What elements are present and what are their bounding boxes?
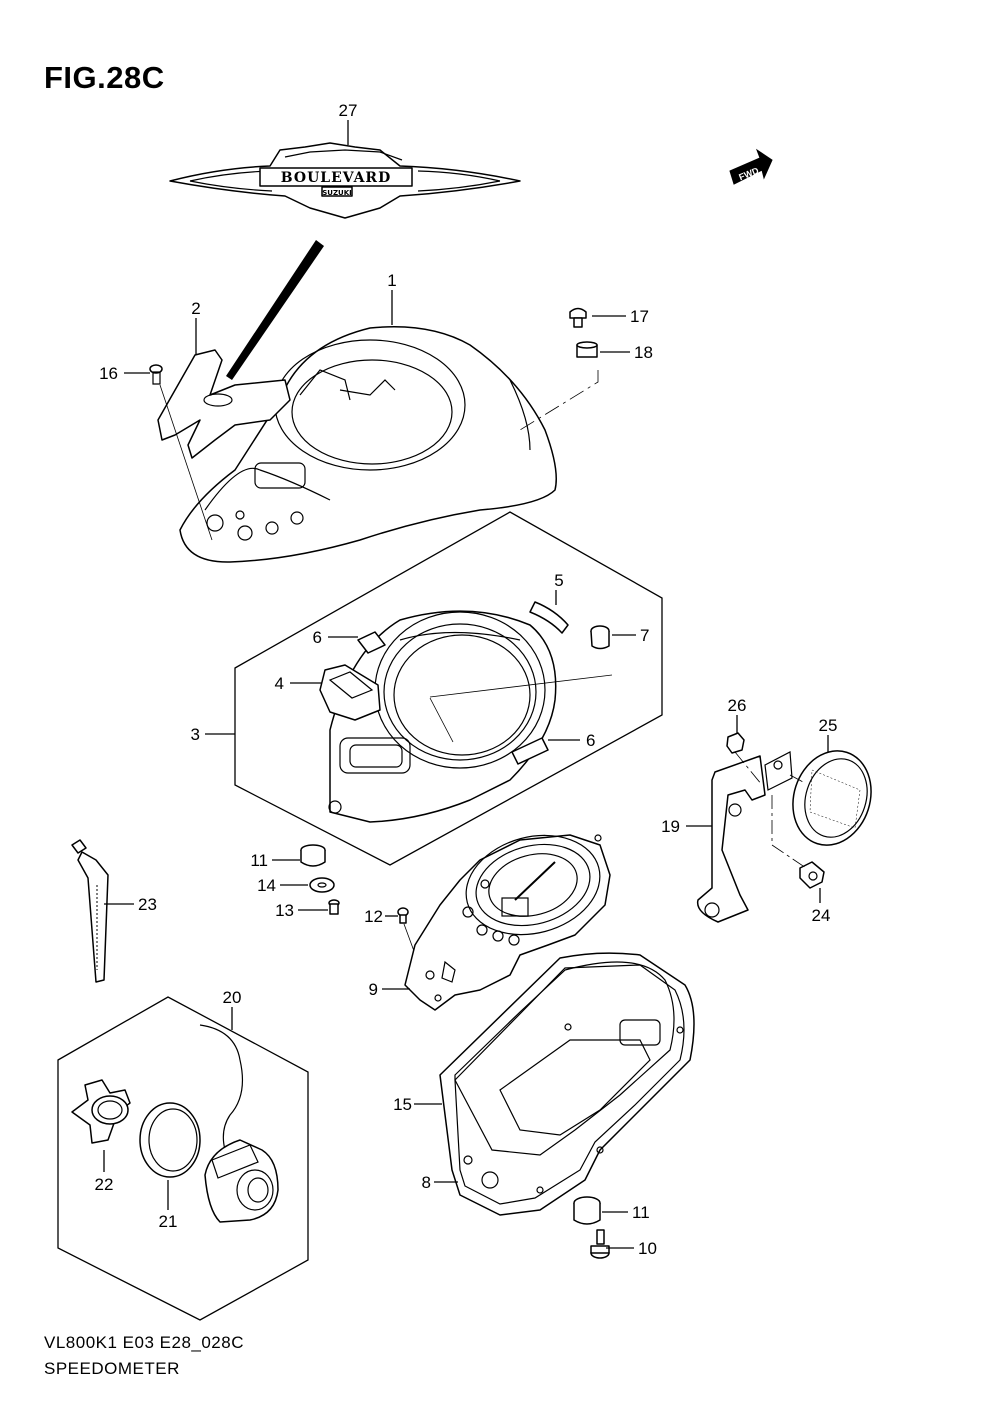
- callout-13: 13: [275, 901, 294, 920]
- callout-26: 26: [728, 696, 747, 715]
- callout-3: 3: [191, 725, 200, 744]
- callout-15: 15: [393, 1095, 412, 1114]
- screw-16: [149, 364, 213, 541]
- callout-labels: 27 1 2 16 17 18 5 6 7 4 3 6 26 25 19 24 …: [95, 101, 838, 1258]
- bolt-10: [590, 1229, 610, 1259]
- callout-23: 23: [138, 895, 157, 914]
- cushion-11-top: [300, 844, 326, 867]
- reflector-bracket-19: [696, 751, 793, 923]
- callout-18: 18: [634, 343, 653, 362]
- callout-5: 5: [554, 571, 563, 590]
- screw-17: [569, 307, 587, 328]
- grommet-7: [590, 625, 610, 650]
- callout-8: 8: [422, 1173, 431, 1192]
- emblem-brand-text: BOULEVARD: [281, 170, 391, 186]
- washer-14: [309, 877, 335, 893]
- seal-5: [529, 601, 569, 634]
- model-code: VL800K1 E03 E28_028C: [44, 1333, 244, 1352]
- assembly-20-outline: [57, 996, 309, 1321]
- figure-title: FIG.28C: [44, 60, 165, 95]
- emblem-sub-text: SUZUKI: [322, 189, 352, 197]
- callout-16: 16: [99, 364, 118, 383]
- callout-17: 17: [630, 307, 649, 326]
- callout-11-bottom: 11: [632, 1203, 650, 1222]
- callout-19: 19: [661, 817, 680, 836]
- callout-6-top: 6: [313, 628, 322, 647]
- o-ring-21: [139, 1102, 201, 1178]
- callout-1: 1: [387, 271, 396, 290]
- boulevard-emblem: BOULEVARD SUZUKI: [169, 142, 521, 219]
- callout-27: 27: [339, 101, 358, 120]
- meter-case: [328, 610, 557, 823]
- speedometer-unit: [404, 834, 611, 1011]
- callout-24: 24: [812, 906, 831, 925]
- callout-11-top: 11: [250, 851, 268, 870]
- callout-25: 25: [819, 716, 838, 735]
- cable-tie-23: [71, 839, 109, 983]
- reflector-25: [792, 750, 872, 846]
- callout-21: 21: [159, 1212, 178, 1231]
- callout-12: 12: [364, 907, 383, 926]
- callout-10: 10: [638, 1239, 657, 1258]
- bolt-13: [328, 899, 340, 915]
- bulb-socket-20: [199, 1024, 279, 1223]
- spacer-18: [576, 341, 598, 358]
- callout-20: 20: [223, 988, 242, 1007]
- callout-22: 22: [95, 1175, 114, 1194]
- meter-lower-case: [439, 952, 695, 1216]
- callout-4: 4: [275, 674, 284, 693]
- meter-bracket: [157, 349, 291, 459]
- rubber-6-top: [357, 631, 386, 654]
- callout-14: 14: [257, 876, 276, 895]
- pointer-wedge: [226, 240, 324, 380]
- callout-9: 9: [369, 980, 378, 999]
- assembly-3-outline: [234, 511, 663, 866]
- nut-24: [799, 861, 825, 889]
- callout-2: 2: [191, 299, 200, 318]
- meter-cover: [179, 326, 557, 563]
- nut-26: [726, 732, 745, 754]
- forward-arrow-icon: FWD: [729, 148, 773, 185]
- case-seal-15: [454, 961, 675, 1156]
- cushion-11-bottom: [573, 1196, 601, 1225]
- socket-holder-22: [71, 1079, 131, 1144]
- part-group-name: SPEEDOMETER: [44, 1359, 180, 1378]
- callout-7: 7: [640, 626, 649, 645]
- callout-6-bottom: 6: [586, 731, 595, 750]
- switch-knob-4: [319, 664, 381, 721]
- leader-lines: [103, 120, 829, 1249]
- rubber-6-bottom: [511, 737, 549, 765]
